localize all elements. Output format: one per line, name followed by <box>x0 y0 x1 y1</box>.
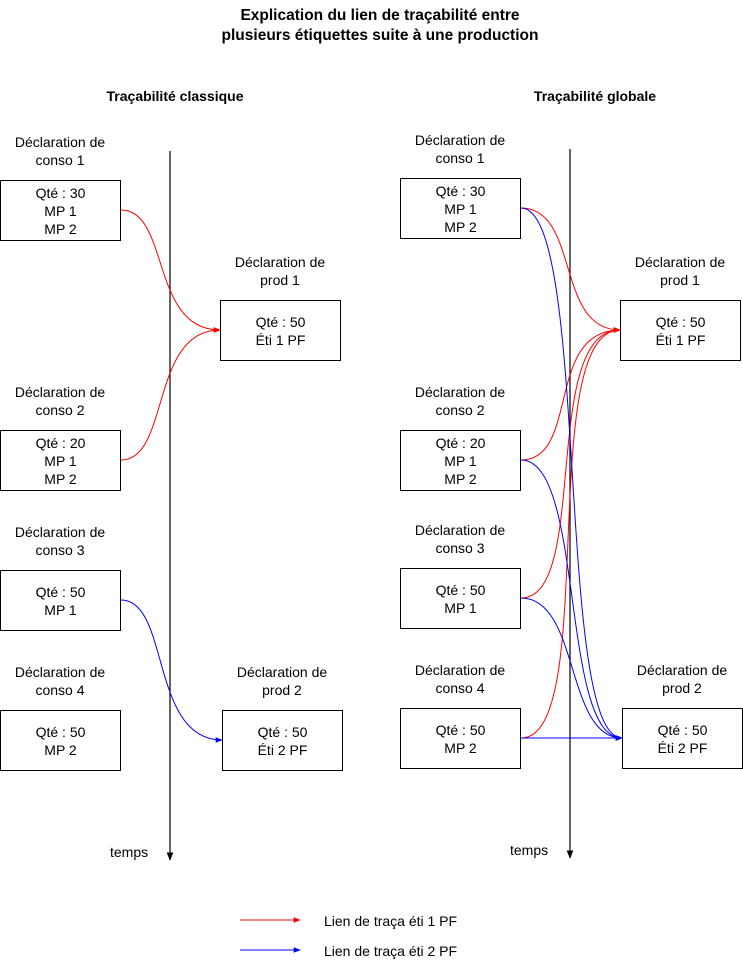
section-title-globale: Traçabilité globale <box>533 88 657 104</box>
label-prod-1-line-2: prod 1 <box>660 272 700 288</box>
label-conso-1-line-2: conso 1 <box>35 152 85 168</box>
label-conso-4-line-2: conso 4 <box>35 682 85 698</box>
link-conso3-prod1-globale <box>520 327 621 599</box>
box-line: Qté : 20 <box>35 434 86 451</box>
box-line: Éti 2 PF <box>257 741 308 758</box>
diagram-title: Explication du lien de traçabilité entre… <box>0 6 743 46</box>
link-conso2-prod1-classique <box>120 327 221 461</box>
label-prod-2-globale: Déclaration de prod 2 <box>612 661 743 697</box>
box-conso-4-globale: Qté : 50 MP 2 <box>400 708 521 769</box>
box-line: Qté : 50 <box>435 581 486 598</box>
link-conso2-prod1-globale <box>520 327 621 461</box>
box-line: Qté : 50 <box>257 723 308 740</box>
label-conso-1-line-1: Déclaration de <box>414 132 506 148</box>
label-conso-2-line-2: conso 2 <box>435 402 485 418</box>
box-line: Qté : 30 <box>35 184 86 201</box>
label-conso-3-globale: Déclaration de conso 3 <box>390 521 530 557</box>
box-line: MP 1 <box>44 452 77 469</box>
section-title-classique: Traçabilité classique <box>106 88 244 104</box>
box-prod-2-globale: Qté : 50 Éti 2 PF <box>622 708 743 769</box>
box-line: MP 2 <box>444 470 477 487</box>
label-prod-1-globale: Déclaration de prod 1 <box>610 253 743 289</box>
box-line: Qté : 50 <box>655 313 706 330</box>
label-prod-1-line-1: Déclaration de <box>234 254 326 270</box>
link-conso4-prod1-globale <box>520 327 621 739</box>
label-conso-2-line-1: Déclaration de <box>14 384 106 400</box>
box-line: Qté : 50 <box>35 583 86 600</box>
box-line: MP 1 <box>44 601 77 618</box>
box-line: MP 2 <box>44 741 77 758</box>
label-conso-3-line-1: Déclaration de <box>414 522 506 538</box>
label-conso-2-globale: Déclaration de conso 2 <box>390 383 530 419</box>
legend-blue-label: Lien de traça éti 2 PF <box>324 943 458 959</box>
label-conso-4-line-2: conso 4 <box>435 680 485 696</box>
link-conso3-prod2-globale <box>520 597 623 741</box>
box-line: Qté : 30 <box>435 182 486 199</box>
label-conso-4-classique: Déclaration de conso 4 <box>0 663 130 699</box>
box-line: MP 2 <box>444 218 477 235</box>
label-conso-3-line-2: conso 3 <box>435 540 485 556</box>
box-line: MP 2 <box>444 739 477 756</box>
box-conso-4-classique: Qté : 50 MP 2 <box>0 710 121 771</box>
label-conso-4-line-1: Déclaration de <box>414 662 506 678</box>
label-conso-1-line-2: conso 1 <box>435 150 485 166</box>
link-conso2-prod2-globale <box>520 459 623 741</box>
box-line: MP 1 <box>444 452 477 469</box>
link-conso1-prod1-globale <box>520 207 621 333</box>
label-conso-3-line-2: conso 3 <box>35 542 85 558</box>
box-line: Qté : 50 <box>657 721 708 738</box>
label-conso-2-line-1: Déclaration de <box>414 384 506 400</box>
label-prod-2-classique: Déclaration de prod 2 <box>212 663 352 699</box>
label-conso-1-classique: Déclaration de conso 1 <box>0 133 130 169</box>
title-line-2: plusieurs étiquettes suite à une product… <box>221 27 539 44</box>
label-prod-2-line-1: Déclaration de <box>236 664 328 680</box>
legend-red-label: Lien de traça éti 1 PF <box>324 913 458 929</box>
box-line: Éti 1 PF <box>655 331 706 348</box>
box-conso-3-globale: Qté : 50 MP 1 <box>400 568 521 629</box>
label-prod-2-line-2: prod 2 <box>662 680 702 696</box>
box-line: Qté : 50 <box>435 721 486 738</box>
label-conso-1-globale: Déclaration de conso 1 <box>390 131 530 167</box>
label-prod-1-classique: Déclaration de prod 1 <box>210 253 350 289</box>
box-conso-3-classique: Qté : 50 MP 1 <box>0 570 121 631</box>
label-conso-2-line-2: conso 2 <box>35 402 85 418</box>
label-conso-3-classique: Déclaration de conso 3 <box>0 523 130 559</box>
box-prod-2-classique: Qté : 50 Éti 2 PF <box>222 710 343 771</box>
label-conso-1-line-1: Déclaration de <box>14 134 106 150</box>
label-prod-2-line-2: prod 2 <box>262 682 302 698</box>
label-conso-4-line-1: Déclaration de <box>14 664 106 680</box>
box-line: MP 1 <box>44 202 77 219</box>
box-conso-2-classique: Qté : 20 MP 1 MP 2 <box>0 430 121 491</box>
box-prod-1-globale: Qté : 50 Éti 1 PF <box>620 300 741 361</box>
link-conso1-prod2-globale <box>520 207 623 741</box>
label-prod-1-line-1: Déclaration de <box>634 254 726 270</box>
box-line: MP 1 <box>444 599 477 616</box>
box-line: Éti 1 PF <box>255 331 306 348</box>
link-conso1-prod1-classique <box>120 209 221 333</box>
title-line-1: Explication du lien de traçabilité entre <box>240 7 520 24</box>
box-line: Éti 2 PF <box>657 739 708 756</box>
box-prod-1-classique: Qté : 50 Éti 1 PF <box>220 300 341 361</box>
box-conso-2-globale: Qté : 20 MP 1 MP 2 <box>400 430 521 491</box>
label-prod-1-line-2: prod 1 <box>260 272 300 288</box>
label-conso-4-globale: Déclaration de conso 4 <box>390 661 530 697</box>
label-conso-3-line-1: Déclaration de <box>14 524 106 540</box>
label-conso-2-classique: Déclaration de conso 2 <box>0 383 130 419</box>
box-line: MP 2 <box>44 220 77 237</box>
box-line: MP 1 <box>444 200 477 217</box>
label-prod-2-line-1: Déclaration de <box>636 662 728 678</box>
box-line: Qté : 20 <box>435 434 486 451</box>
link-conso3-prod2-classique <box>120 599 223 743</box>
time-axis-label-globale: temps <box>510 842 549 858</box>
time-axis-label-classique: temps <box>110 844 149 860</box>
box-line: Qté : 50 <box>255 313 306 330</box>
box-conso-1-classique: Qté : 30 MP 1 MP 2 <box>0 180 121 241</box>
box-conso-1-globale: Qté : 30 MP 1 MP 2 <box>400 178 521 239</box>
box-line: Qté : 50 <box>35 723 86 740</box>
box-line: MP 2 <box>44 470 77 487</box>
